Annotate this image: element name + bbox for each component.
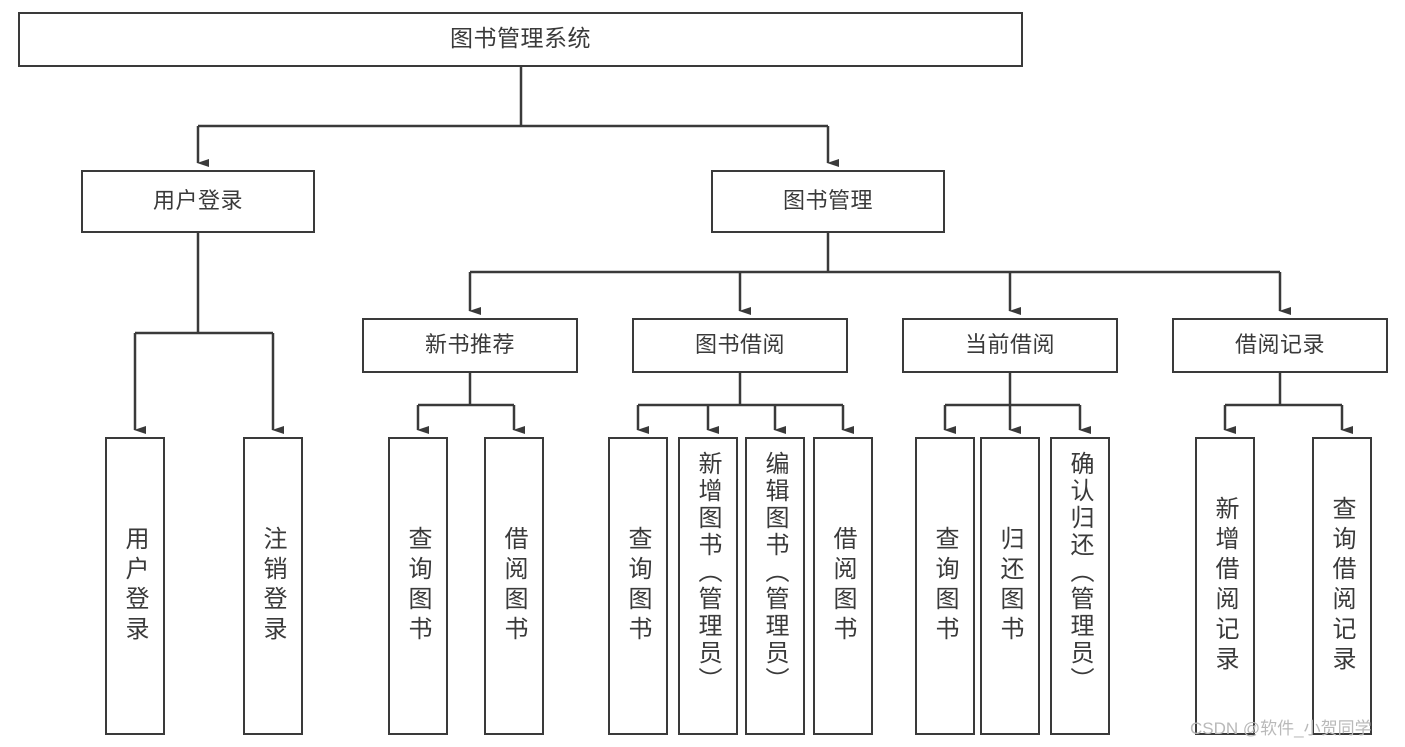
- node-label: 查询图书: [931, 526, 959, 646]
- leaf-book-borrow-borrow-book[interactable]: 借阅图书: [813, 437, 873, 735]
- leaf-new-book-borrow-book[interactable]: 借阅图书: [484, 437, 544, 735]
- node-book-management[interactable]: 图书管理: [711, 170, 945, 233]
- node-label: 借阅记录: [1234, 332, 1325, 358]
- leaf-user-login[interactable]: 用户登录: [105, 437, 165, 735]
- node-label: 查询图书: [404, 526, 432, 646]
- node-label: 归还图书: [996, 526, 1024, 646]
- node-new-book-recommend[interactable]: 新书推荐: [362, 318, 578, 373]
- node-label: 借阅图书: [829, 526, 857, 646]
- csdn-watermark: CSDN @软件_小贺同学: [1190, 719, 1372, 738]
- node-label: 用户登录: [152, 188, 243, 214]
- node-book-borrow[interactable]: 图书借阅: [632, 318, 848, 373]
- node-label: 借阅图书: [500, 526, 528, 646]
- leaf-book-borrow-query-book[interactable]: 查询图书: [608, 437, 668, 735]
- leaf-current-borrow-return-book[interactable]: 归还图书: [980, 437, 1040, 735]
- node-label: 注销登录: [259, 526, 287, 646]
- leaf-book-borrow-edit-book-admin[interactable]: 编辑图书（管理员）: [745, 437, 805, 735]
- node-label: 图书借阅: [694, 332, 785, 358]
- node-label: 编辑图书（管理员）: [761, 451, 789, 694]
- leaf-new-book-query-book[interactable]: 查询图书: [388, 437, 448, 735]
- leaf-current-borrow-query-book[interactable]: 查询图书: [915, 437, 975, 735]
- leaf-user-logout[interactable]: 注销登录: [243, 437, 303, 735]
- leaf-current-borrow-confirm-return-admin[interactable]: 确认归还（管理员）: [1050, 437, 1110, 735]
- node-root-system[interactable]: 图书管理系统: [18, 12, 1023, 67]
- leaf-book-borrow-add-book-admin[interactable]: 新增图书（管理员）: [678, 437, 738, 735]
- node-label: 当前借阅: [964, 332, 1055, 358]
- node-borrow-record[interactable]: 借阅记录: [1172, 318, 1388, 373]
- node-label: 查询借阅记录: [1328, 496, 1356, 676]
- node-label: 新增图书（管理员）: [694, 451, 722, 694]
- node-label: 查询图书: [624, 526, 652, 646]
- node-label: 用户登录: [121, 526, 149, 646]
- node-label: 新增借阅记录: [1211, 496, 1239, 676]
- node-label: 图书管理: [782, 188, 873, 214]
- node-label: 图书管理系统: [450, 26, 591, 53]
- node-current-borrow[interactable]: 当前借阅: [902, 318, 1118, 373]
- node-label: 新书推荐: [424, 332, 515, 358]
- node-label: 确认归还（管理员）: [1066, 451, 1094, 694]
- leaf-borrow-record-add-record[interactable]: 新增借阅记录: [1195, 437, 1255, 735]
- leaf-borrow-record-query-record[interactable]: 查询借阅记录: [1312, 437, 1372, 735]
- node-user-login[interactable]: 用户登录: [81, 170, 315, 233]
